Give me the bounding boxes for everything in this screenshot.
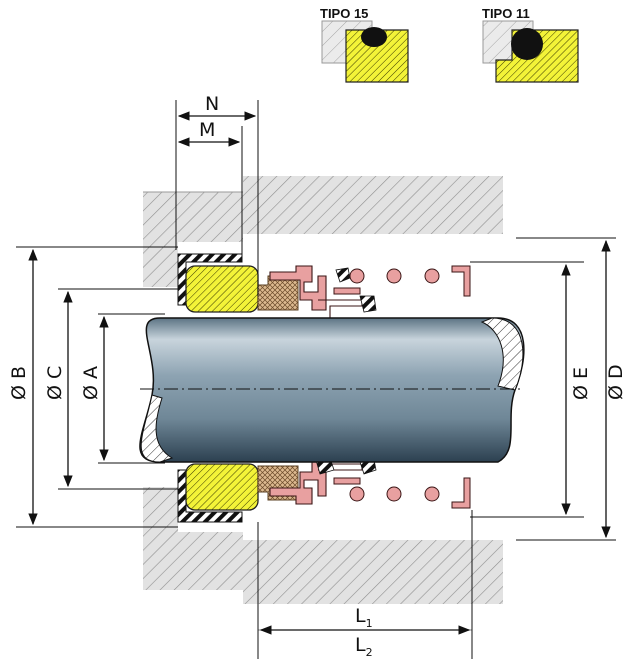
housing-top: [143, 176, 503, 287]
shaft: [139, 317, 525, 463]
springs-top: [349, 268, 440, 284]
dim-M-label: M: [199, 119, 215, 141]
stationary-seat-bottom: [177, 463, 259, 523]
bellows-top: [269, 265, 471, 319]
dim-B-label: Ø B: [8, 366, 30, 400]
dim-L1-label: L1: [355, 605, 373, 630]
dim-C-label: Ø C: [44, 366, 66, 400]
shaft-section-right: [480, 317, 524, 391]
tipo-15-label: TIPO 15: [320, 6, 368, 21]
housing-bottom: [143, 487, 503, 604]
tipo-11-label: TIPO 11: [482, 6, 530, 21]
extension-lines: [16, 100, 616, 659]
tipo-11-detail: TIPO 11: [482, 6, 579, 83]
tipo-11-oring-icon: [511, 28, 543, 60]
dim-L2-label: L2: [355, 634, 373, 659]
stationary-seat-top: [177, 253, 259, 313]
shaft-section-left: [140, 394, 174, 463]
tipo-15-detail: TIPO 15: [320, 6, 409, 83]
carbon-face-top: [257, 275, 299, 311]
dim-A-label: Ø A: [80, 366, 102, 400]
springs-bottom: [349, 486, 440, 502]
dim-E-label: Ø E: [570, 367, 592, 400]
dim-D-label: Ø D: [605, 364, 624, 400]
tipo-15-oring-icon: [361, 27, 387, 47]
dim-N-label: N: [205, 93, 219, 115]
dimension-arrows: [28, 111, 611, 635]
